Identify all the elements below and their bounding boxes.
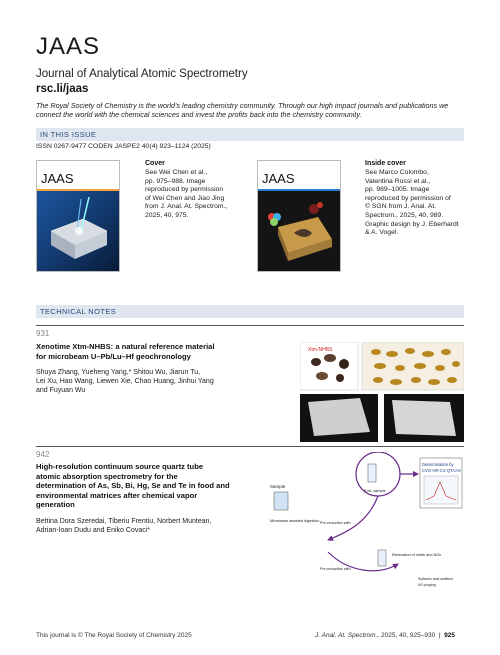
journal-url[interactable]: rsc.li/jaas — [36, 83, 89, 95]
inside-cover-desc-line: Graphic design by J. Eberhardt — [365, 220, 459, 228]
article-title[interactable]: High-resolution continuum source quartz … — [36, 462, 276, 510]
article-title-line: determination of As, Sb, Bi, Hg, Se and … — [36, 481, 230, 491]
cover-description: See Wei Chen et al., pp. 975–988. Image … — [145, 169, 227, 221]
determination-label: Determination by — [422, 462, 455, 467]
determination-method-label: CVG-HR-CS QTAAS — [422, 468, 461, 473]
pre-reduction-label-2: Pre-reduction with — [320, 567, 351, 571]
technical-notes-heading: TECHNICAL NOTES — [40, 307, 117, 316]
footer-page-number: 925 — [444, 632, 455, 639]
article-title-line: atomic absorption spectrometry for the — [36, 471, 178, 481]
article-page-number: 942 — [36, 450, 50, 459]
pre-reduction-label: Pre-reduction with — [320, 521, 351, 525]
article-authors-line: Shuya Zhang, Yueheng Yang,* Shitou Wu, J… — [36, 369, 201, 376]
inside-cover-label: Inside cover — [365, 160, 406, 167]
nitrite-label: Elimination of nitrite and NOx — [392, 553, 441, 557]
article-title-line: environmental matrices after chemical va… — [36, 490, 198, 500]
in-this-issue-heading: IN THIS ISSUE — [40, 130, 97, 139]
sample-volume-label: 5 mL sample — [364, 489, 386, 493]
article-title-line: generation — [36, 500, 75, 510]
article-title-line: for microbeam U–Pb/Lu–Hf geochronology — [36, 351, 191, 361]
journal-abbrev: JAAS — [36, 33, 101, 60]
inside-cover-illustration — [258, 189, 340, 271]
issn-line: ISSN 0267-9477 CODEN JASPE2 40(4) 923–11… — [36, 143, 211, 150]
article-authors-line: Adrian-Ioan Dudu and Eniko Covaci* — [36, 527, 151, 534]
inside-cover-desc-line: © SGN from J. Anal. At. — [365, 203, 437, 211]
sulfamic-label: Sulfamic acid addition — [418, 577, 453, 581]
inside-cover-journal-title: JAAS — [262, 171, 295, 186]
article-authors: Shuya Zhang, Yueheng Yang,* Shitou Wu, J… — [36, 368, 276, 395]
cover-desc-line: from J. Anal. At. Spectrom., — [145, 203, 228, 211]
article-title-line: High-resolution continuum source quartz … — [36, 462, 204, 471]
inside-cover-desc-line: See Marco Colombo, — [365, 169, 429, 176]
digestion-label: Microwave assisted digestion — [270, 519, 319, 523]
article-page-number: 931 — [36, 329, 50, 338]
purging-label: N2 purging — [418, 583, 436, 587]
footer-journal: J. Anal. At. Spectrom., — [315, 632, 380, 639]
article-authors: Bettina Dora Szeredai, Tiberiu Frentiu, … — [36, 517, 286, 535]
sample-label: Sample — [270, 484, 286, 489]
footer-volume: 2025, 40, 925–930 — [381, 632, 436, 639]
inside-cover-desc-line: Spectrom., 2025, 40, 989. — [365, 211, 444, 219]
cover-label: Cover — [145, 160, 165, 167]
inside-cover-desc-line: reproduced by permission of — [365, 194, 451, 202]
article-graphical-abstract[interactable]: Sample Microwave assisted digestion 5 mL… — [268, 451, 464, 602]
journal-name: Journal of Analytical Atomic Spectrometr… — [36, 68, 248, 80]
article-authors-line: Lei Xu, Hao Wang, Liewen Xie, Chao Huang… — [36, 378, 214, 385]
inside-cover-desc-line: & A. Vogel. — [365, 229, 399, 237]
cover-journal-title: JAAS — [41, 171, 74, 186]
inside-cover-desc-line: pp. 989–1005. Image — [365, 186, 430, 194]
in-this-issue-bar: IN THIS ISSUE — [36, 128, 464, 141]
article-title[interactable]: Xenotime Xtm-NHBS: a natural reference m… — [36, 342, 276, 361]
footer-citation: J. Anal. At. Spectrom., 2025, 40, 925–93… — [315, 632, 455, 639]
cover-desc-line: 2025, 40, 975. — [145, 211, 189, 219]
article-divider — [36, 446, 464, 447]
footer-copyright: This journal is © The Royal Society of C… — [36, 632, 192, 639]
technical-notes-bar: TECHNICAL NOTES — [36, 305, 464, 318]
article-graphical-abstract[interactable]: Xtm-NHBS — [299, 341, 465, 442]
cover-desc-line: reproduced by permission — [145, 186, 224, 194]
xenotime-figure: Xtm-NHBS — [299, 341, 465, 442]
inside-cover-desc-line: Valentina Rossi et al., — [365, 177, 431, 185]
cvg-workflow-figure: Sample Microwave assisted digestion 5 mL… — [270, 451, 463, 587]
article-authors-line: Bettina Dora Szeredai, Tiberiu Frentiu, … — [36, 518, 212, 525]
cover-desc-line: See Wei Chen et al., — [145, 169, 208, 176]
article-title-line: Xenotime Xtm-NHBS: a natural reference m… — [36, 342, 215, 351]
article-divider — [36, 325, 464, 326]
cover-image[interactable]: JAAS — [36, 160, 120, 272]
xtm-label: Xtm-NHBS — [308, 347, 333, 353]
cover-illustration — [37, 189, 119, 271]
article-authors-line: and Fuyuan Wu — [36, 387, 86, 394]
rsc-blurb: The Royal Society of Chemistry is the wo… — [36, 101, 449, 119]
cover-desc-line: pp. 975–988. Image — [145, 177, 206, 185]
cover-desc-line: of Wei Chen and Jiao Jing — [145, 194, 225, 202]
inside-cover-image[interactable]: JAAS — [257, 160, 341, 272]
inside-cover-description: See Marco Colombo, Valentina Rossi et al… — [365, 169, 459, 238]
